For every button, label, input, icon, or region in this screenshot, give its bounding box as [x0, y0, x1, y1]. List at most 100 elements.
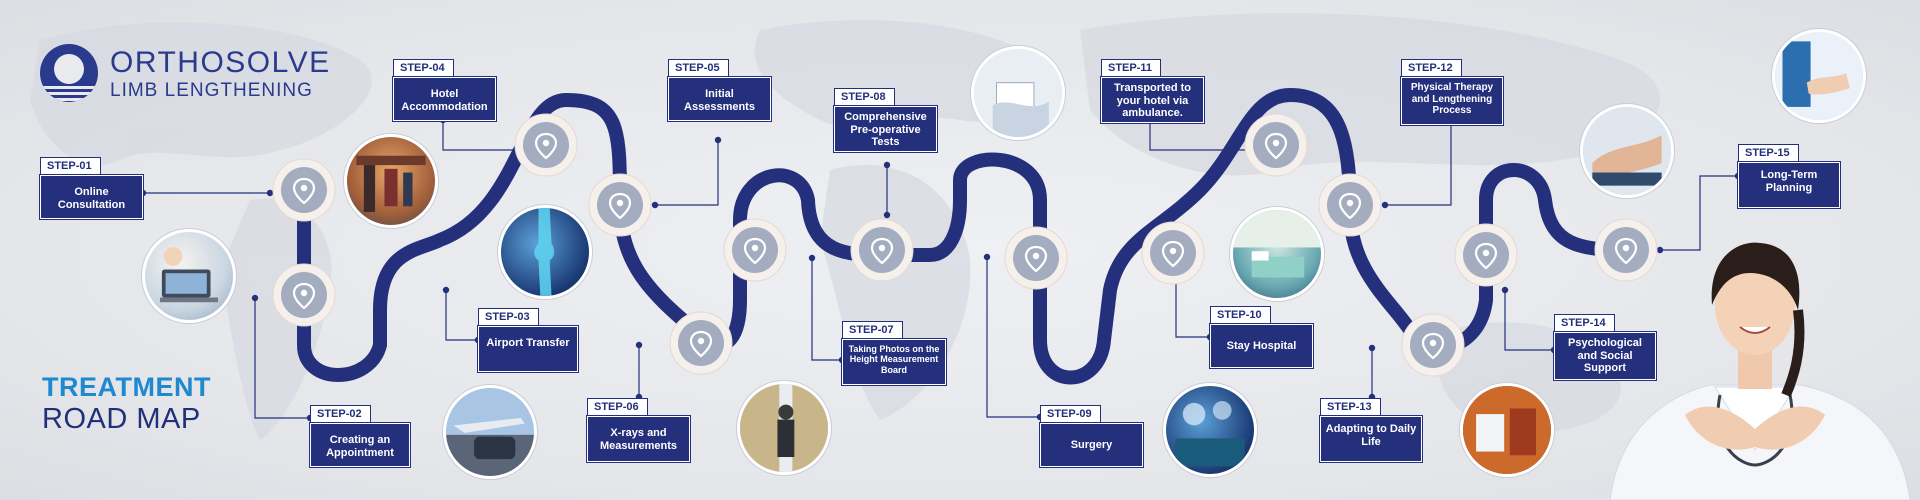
step-number: STEP-01	[40, 157, 101, 175]
height-board-photo	[737, 381, 831, 475]
brand-logo: ORTHOSOLVE LIMB LENGTHENING	[40, 44, 340, 104]
step-connector-line	[1149, 117, 1260, 151]
step-04-card: STEP-04 Hotel Accommodation	[392, 58, 497, 122]
connector-dot	[442, 286, 450, 294]
map-pin-icon	[1141, 221, 1205, 285]
step-text: Physical Therapy and Lengthening Process	[1400, 76, 1504, 126]
connector-dot	[266, 189, 274, 197]
step-14-card: STEP-14 Psychological and Social Support	[1553, 313, 1657, 381]
step-text: Adapting to Daily Life	[1319, 415, 1423, 463]
roadmap-title-line1: TREATMENT	[42, 372, 211, 402]
connector-dot	[714, 136, 722, 144]
step-connector-line	[811, 258, 842, 361]
step-13-card: STEP-13 Adapting to Daily Life	[1319, 397, 1423, 463]
brand-subtitle: LIMB LENGTHENING	[110, 80, 313, 101]
step-text: Initial Assessments	[667, 76, 772, 122]
step-12-card: STEP-12 Physical Therapy and Lengthening…	[1400, 58, 1504, 126]
step-text: Airport Transfer	[477, 325, 579, 373]
step-11-card: STEP-11 Transported to your hotel via am…	[1100, 58, 1205, 124]
step-connector-line	[254, 298, 310, 419]
step-number: STEP-12	[1401, 59, 1462, 77]
step-number: STEP-08	[834, 88, 895, 106]
brand-name: ORTHOSOLVE	[110, 46, 331, 79]
step-text: Hotel Accommodation	[392, 76, 497, 122]
step-connector-line	[1660, 175, 1738, 251]
connector-dot	[1381, 201, 1389, 209]
step-connector-line	[442, 120, 524, 151]
step-number: STEP-11	[1101, 59, 1162, 77]
map-pin-icon	[1318, 173, 1382, 237]
map-pin-icon	[1401, 313, 1465, 377]
step-10-card: STEP-10 Stay Hospital	[1209, 305, 1314, 369]
map-pin-icon	[272, 263, 336, 327]
map-pin-icon	[1594, 218, 1658, 282]
connector-dot	[651, 201, 659, 209]
hotel-accommodation-photo	[344, 134, 438, 228]
step-text: Psychological and Social Support	[1553, 331, 1657, 381]
map-pin-icon	[588, 173, 652, 237]
ambulance-photo	[1460, 383, 1554, 477]
step-text: Comprehensive Pre-operative Tests	[833, 105, 938, 153]
hospital-room-photo	[1230, 207, 1324, 301]
step-number: STEP-07	[842, 321, 903, 339]
initial-assessment-photo	[971, 46, 1065, 140]
treatment-route-path	[297, 87, 1633, 385]
connector-dot	[1501, 286, 1509, 294]
airport-transfer-photo	[443, 385, 537, 479]
knee-xray-photo	[498, 205, 592, 299]
step-connector-line	[1385, 120, 1452, 206]
step-connector-line	[1175, 281, 1210, 338]
map-pin-icon	[1244, 113, 1308, 177]
step-text: Transported to your hotel via ambulance.	[1100, 76, 1205, 124]
step-07-card: STEP-07 Taking Photos on the Height Meas…	[841, 320, 947, 386]
step-number: STEP-03	[478, 308, 539, 326]
step-01-card: STEP-01 Online Consultation	[39, 156, 144, 220]
step-connector-line	[986, 257, 1040, 418]
step-number: STEP-02	[310, 405, 371, 423]
step-connector-line	[1504, 290, 1554, 351]
connector-dot	[1368, 344, 1376, 352]
connector-dot	[883, 211, 891, 219]
connector-dot	[883, 161, 891, 169]
orthosolve-logo-icon	[40, 44, 98, 102]
step-09-card: STEP-09 Surgery	[1039, 404, 1144, 468]
step-text: Long-Term Planning	[1737, 161, 1841, 209]
roadmap-title-line2: ROAD MAP	[42, 403, 201, 435]
map-pin-icon	[723, 218, 787, 282]
step-text: Stay Hospital	[1209, 323, 1314, 369]
map-pin-icon	[272, 158, 336, 222]
connector-dot	[983, 253, 991, 261]
connector-dot	[251, 294, 259, 302]
connector-dot	[635, 341, 643, 349]
step-text: X-rays and Measurements	[586, 415, 691, 463]
step-text: Surgery	[1039, 422, 1144, 468]
step-text: Creating an Appointment	[309, 422, 411, 468]
map-pin-icon	[850, 218, 914, 282]
step-number: STEP-05	[668, 59, 729, 77]
step-08-card: STEP-08 Comprehensive Pre-operative Test…	[833, 87, 938, 153]
step-text: Taking Photos on the Height Measurement …	[841, 338, 947, 386]
online-consultation-photo	[142, 229, 236, 323]
map-pin-icon	[669, 311, 733, 375]
step-02-card: STEP-02 Creating an Appointment	[309, 404, 411, 468]
map-pin-icon	[1454, 223, 1518, 287]
step-number: STEP-14	[1554, 314, 1615, 332]
step-15-card: STEP-15 Long-Term Planning	[1737, 143, 1841, 209]
step-number: STEP-15	[1738, 144, 1799, 162]
step-number: STEP-13	[1320, 398, 1381, 416]
step-connector-line	[655, 140, 719, 206]
doctor-illustration	[1609, 242, 1911, 500]
connector-dot	[808, 254, 816, 262]
step-number: STEP-09	[1040, 405, 1101, 423]
map-pin-icon	[514, 113, 578, 177]
surgery-photo	[1163, 383, 1257, 477]
physical-therapy-photo	[1580, 104, 1674, 198]
step-number: STEP-04	[393, 59, 454, 77]
step-05-card: STEP-05 Initial Assessments	[667, 58, 772, 122]
handshake-photo	[1772, 29, 1866, 123]
map-pin-icon	[1004, 226, 1068, 290]
step-number: STEP-10	[1210, 306, 1271, 324]
step-number: STEP-06	[587, 398, 648, 416]
